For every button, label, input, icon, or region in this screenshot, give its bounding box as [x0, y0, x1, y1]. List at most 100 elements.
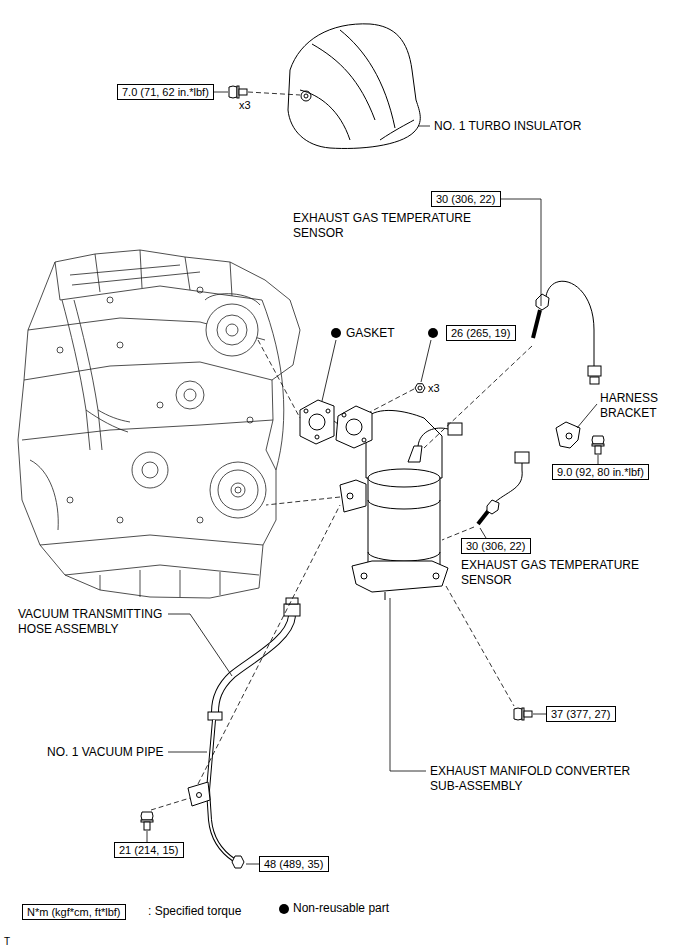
exhaust-manifold-converter: [448, 423, 462, 435]
leader-line: [390, 598, 426, 771]
bolt: [514, 708, 532, 720]
dashed-assembly-line: [334, 421, 338, 424]
torque-value: 26 (265, 19): [451, 326, 511, 340]
part-name: GASKET: [346, 326, 395, 341]
dashed-assembly-line: [151, 798, 190, 810]
torque-box: 37 (377, 27): [546, 706, 616, 722]
engine-illustration: [18, 250, 300, 598]
engine-illustration: [95, 250, 232, 296]
engine-illustration: [247, 417, 253, 423]
part-name: EXHAUST GAS TEMPERATURE SENSOR: [293, 211, 485, 241]
torque-box: 48 (489, 35): [259, 856, 329, 872]
exhaust-manifold-converter: [368, 500, 440, 561]
engine-illustration: [218, 470, 258, 510]
exhaust-manifold-converter: [336, 406, 462, 600]
exhaust-manifold-converter: [362, 438, 366, 442]
gasket: [300, 400, 334, 444]
harness-bracket: [556, 422, 580, 448]
torque-box: 9.0 (92, 80 in.*lbf): [552, 464, 649, 480]
engine-illustration: [235, 487, 241, 493]
legend-entry: : Specified torque: [148, 904, 241, 919]
engine-illustration: [205, 294, 260, 305]
bolt: [229, 86, 247, 98]
dashed-assembly-line: [446, 586, 514, 706]
engine-illustration: [197, 517, 203, 523]
turbo-insulator: [380, 120, 414, 140]
turbo-insulator: [304, 94, 308, 98]
vacuum-transmitting-hose: [286, 598, 298, 604]
turbo-insulator: [288, 24, 420, 149]
bolt: [141, 812, 153, 820]
vacuum-pipe: [188, 782, 210, 806]
exhaust-manifold-converter: [352, 561, 448, 592]
leader-line: [246, 864, 259, 865]
bolt: [514, 708, 522, 720]
exhaust-gas-temperature-sensor: [533, 310, 540, 338]
exhaust-gas-temperature-sensor: [590, 377, 599, 384]
torque-value: 30 (306, 22): [436, 192, 496, 206]
exhaust-manifold-converter: [347, 493, 353, 499]
engine-illustration: [70, 265, 200, 285]
engine-illustration: [157, 402, 163, 408]
engine-illustration: [40, 535, 263, 545]
bolt: [229, 86, 237, 98]
dashed-assembly-line: [424, 346, 532, 448]
gasket: [315, 435, 319, 439]
exhaust-gas-temperature-sensor: [487, 500, 499, 514]
exhaust-gas-temperature-sensor: [515, 452, 529, 463]
gasket: [300, 400, 334, 444]
exhaust-manifold-converter: [340, 480, 366, 512]
engine-illustration: [57, 347, 63, 353]
quantity-label: x3: [239, 98, 251, 113]
torque-unit-box: N*m (kgf*cm, ft*lbf): [22, 904, 126, 920]
nut: [418, 386, 422, 390]
engine-illustration: [184, 389, 196, 401]
gasket: [304, 409, 308, 413]
bolt: [239, 89, 247, 95]
exhaust-gas-temperature-sensor: [495, 463, 522, 502]
engine-illustration: [217, 315, 247, 345]
turbo-insulator: [300, 30, 395, 140]
harness-bracket: [566, 433, 572, 439]
non-reusable-dot: [279, 328, 438, 914]
legend-text: : Specified torque: [148, 904, 241, 918]
exhaust-gas-temperature-sensor: [536, 294, 549, 310]
turbo-insulator: [288, 24, 420, 149]
exhaust-manifold-converter: [361, 573, 367, 579]
engine-illustration: [100, 570, 220, 597]
torque-value: 30 (306, 22): [466, 539, 526, 553]
vacuum-pipe: [208, 720, 234, 860]
torque-value: 37 (377, 27): [551, 707, 611, 721]
dashed-assembly-line: [248, 92, 300, 95]
leader-line: [577, 404, 597, 428]
exhaust-manifold-converter: [433, 573, 439, 579]
engine-illustration: [262, 300, 284, 470]
exhaust-gas-temperature-sensor: [533, 281, 601, 384]
torque-box: 7.0 (71, 62 in.*lbf): [117, 84, 214, 100]
vacuum-transmitting-hose: [208, 598, 300, 720]
vacuum-pipe: [197, 793, 202, 798]
leader-line: [418, 126, 430, 127]
torque-value: 21 (214, 15): [119, 843, 179, 857]
engine-illustration: [210, 462, 266, 518]
exhaust-manifold-converter: [408, 446, 422, 462]
figure-code: T: [4, 934, 10, 949]
bolt: [524, 711, 532, 717]
non-reusable-dot: [279, 904, 289, 914]
torque-value: 9.0 (92, 80 in.*lbf): [557, 465, 644, 479]
exhaust-gas-temperature-sensor: [588, 366, 601, 376]
leader-line: [501, 199, 541, 306]
torque-value: 48 (489, 35): [264, 857, 324, 871]
engine-illustration: [142, 462, 158, 478]
leader-line: [168, 126, 597, 771]
engine-illustration: [18, 250, 300, 598]
engine-illustration: [117, 517, 123, 523]
legend-entry: Non-reusable part: [293, 901, 389, 916]
nut: [415, 384, 425, 393]
engine-illustration: [67, 497, 73, 503]
exhaust-manifold-converter: [366, 410, 442, 478]
leader-line: [168, 752, 207, 753]
leader-line: [421, 340, 431, 382]
engine-illustration: [65, 565, 259, 575]
gasket: [309, 414, 325, 430]
